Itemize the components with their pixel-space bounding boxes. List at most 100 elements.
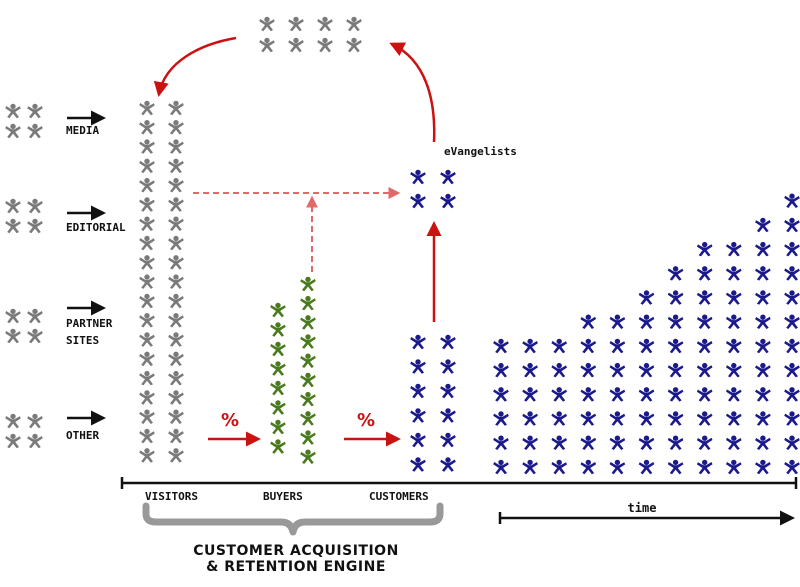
buyer-person-icon [300,334,316,349]
growth-person-icon [638,290,655,305]
growth-person-icon [784,435,800,450]
visitor-person-icon [139,448,155,463]
visitor-person-icon [139,370,155,386]
top-person-icon [259,16,275,32]
buyer-person-icon [270,322,286,337]
top-person-icon [259,37,275,53]
top-evangelist-cluster [259,16,362,53]
buyer-person-icon [300,276,316,292]
percent-visitors-to-buyers: % [221,410,239,431]
visitor-person-icon [168,332,184,347]
growth-person-icon [551,338,567,354]
growth-person-icon [784,362,800,378]
growth-person-icon [609,459,626,475]
source-person-icon [27,433,43,449]
growth-person-icon [696,314,713,329]
visitor-person-icon [168,197,184,212]
top-to-visitors-arrow [153,36,237,97]
source-person-icon [5,103,21,119]
growth-person-icon [726,314,742,329]
visitor-person-icon [139,120,155,135]
growth-person-icon [609,362,626,378]
top-person-icon [288,16,304,32]
growth-person-icon [522,362,538,378]
source-person-icon [27,413,43,429]
growth-person-icon [580,435,597,450]
source-person-icon [27,308,43,324]
growth-person-icon [755,435,771,450]
growth-person-icon [696,241,713,257]
growth-person-icon [784,217,800,233]
growth-person-icon [580,362,597,378]
evangelist-person-icon [440,193,456,209]
growth-person-icon [638,387,655,402]
growth-person-icon [755,338,771,354]
visitor-person-icon [168,448,184,463]
growth-person-icon [726,338,742,354]
growth-person-icon [667,362,684,378]
visitor-person-icon [139,177,155,193]
growth-person-icon [580,387,597,402]
growth-person-icon [551,411,567,426]
visitors-column [139,100,184,463]
growth-person-icon [580,314,597,329]
source-person-icon [5,328,21,344]
evangelists-cluster [410,169,456,209]
buyer-person-icon [300,353,316,368]
growth-person-icon [667,290,684,305]
growth-person-icon [726,387,742,402]
visitor-person-icon [139,351,155,367]
growth-person-icon [551,362,567,378]
evangelist-person-icon [410,169,426,185]
visitor-person-icon [139,139,155,154]
customer-person-icon [440,334,456,350]
growth-person-icon [755,217,771,233]
visitor-person-icon [168,120,184,135]
customer-person-icon [410,408,426,423]
visitor-person-icon [139,332,155,347]
growth-person-icon [580,338,597,354]
visitor-person-icon [139,409,155,424]
customer-person-icon [440,359,456,374]
source-label-media: MEDIA [66,124,99,137]
visitor-person-icon [139,313,155,328]
source-person-icon [27,198,43,214]
growth-person-icon [551,387,567,402]
top-person-icon [346,16,362,32]
growth-person-icon [522,459,538,475]
growth-person-icon [667,411,684,426]
engine-brace [142,502,444,536]
customers-column [410,334,456,472]
visitor-person-icon [168,313,184,328]
growth-person-icon [726,266,742,281]
visitor-person-icon [168,100,184,116]
growth-person-icon [580,411,597,426]
growth-person-icon [755,387,771,402]
visitor-person-icon [139,216,155,231]
top-person-icon [317,37,333,53]
growth-person-icon [522,435,538,450]
growth-person-icon [667,266,684,281]
buyer-person-icon [270,439,286,454]
visitor-person-icon [168,293,184,309]
buyer-person-icon [300,430,316,445]
visitor-person-icon [168,235,184,251]
growth-person-icon [784,338,800,354]
source-person-icon [5,198,21,214]
buyer-person-icon [270,419,286,435]
source-person-icon [5,433,21,449]
buyer-person-icon [300,449,316,464]
visitor-person-icon [168,255,184,270]
growth-person-icon [609,411,626,426]
customer-person-icon [440,432,456,448]
growth-person-icon [638,362,655,378]
growth-person-icon [493,338,509,354]
growth-person-icon [755,314,771,329]
growth-person-icon [493,411,509,426]
buyer-person-icon [300,411,316,426]
growth-person-icon [755,411,771,426]
growth-person-icon [609,387,626,402]
growth-person-icon [667,338,684,354]
source-person-icon [27,103,43,119]
time-label: time [628,501,657,515]
